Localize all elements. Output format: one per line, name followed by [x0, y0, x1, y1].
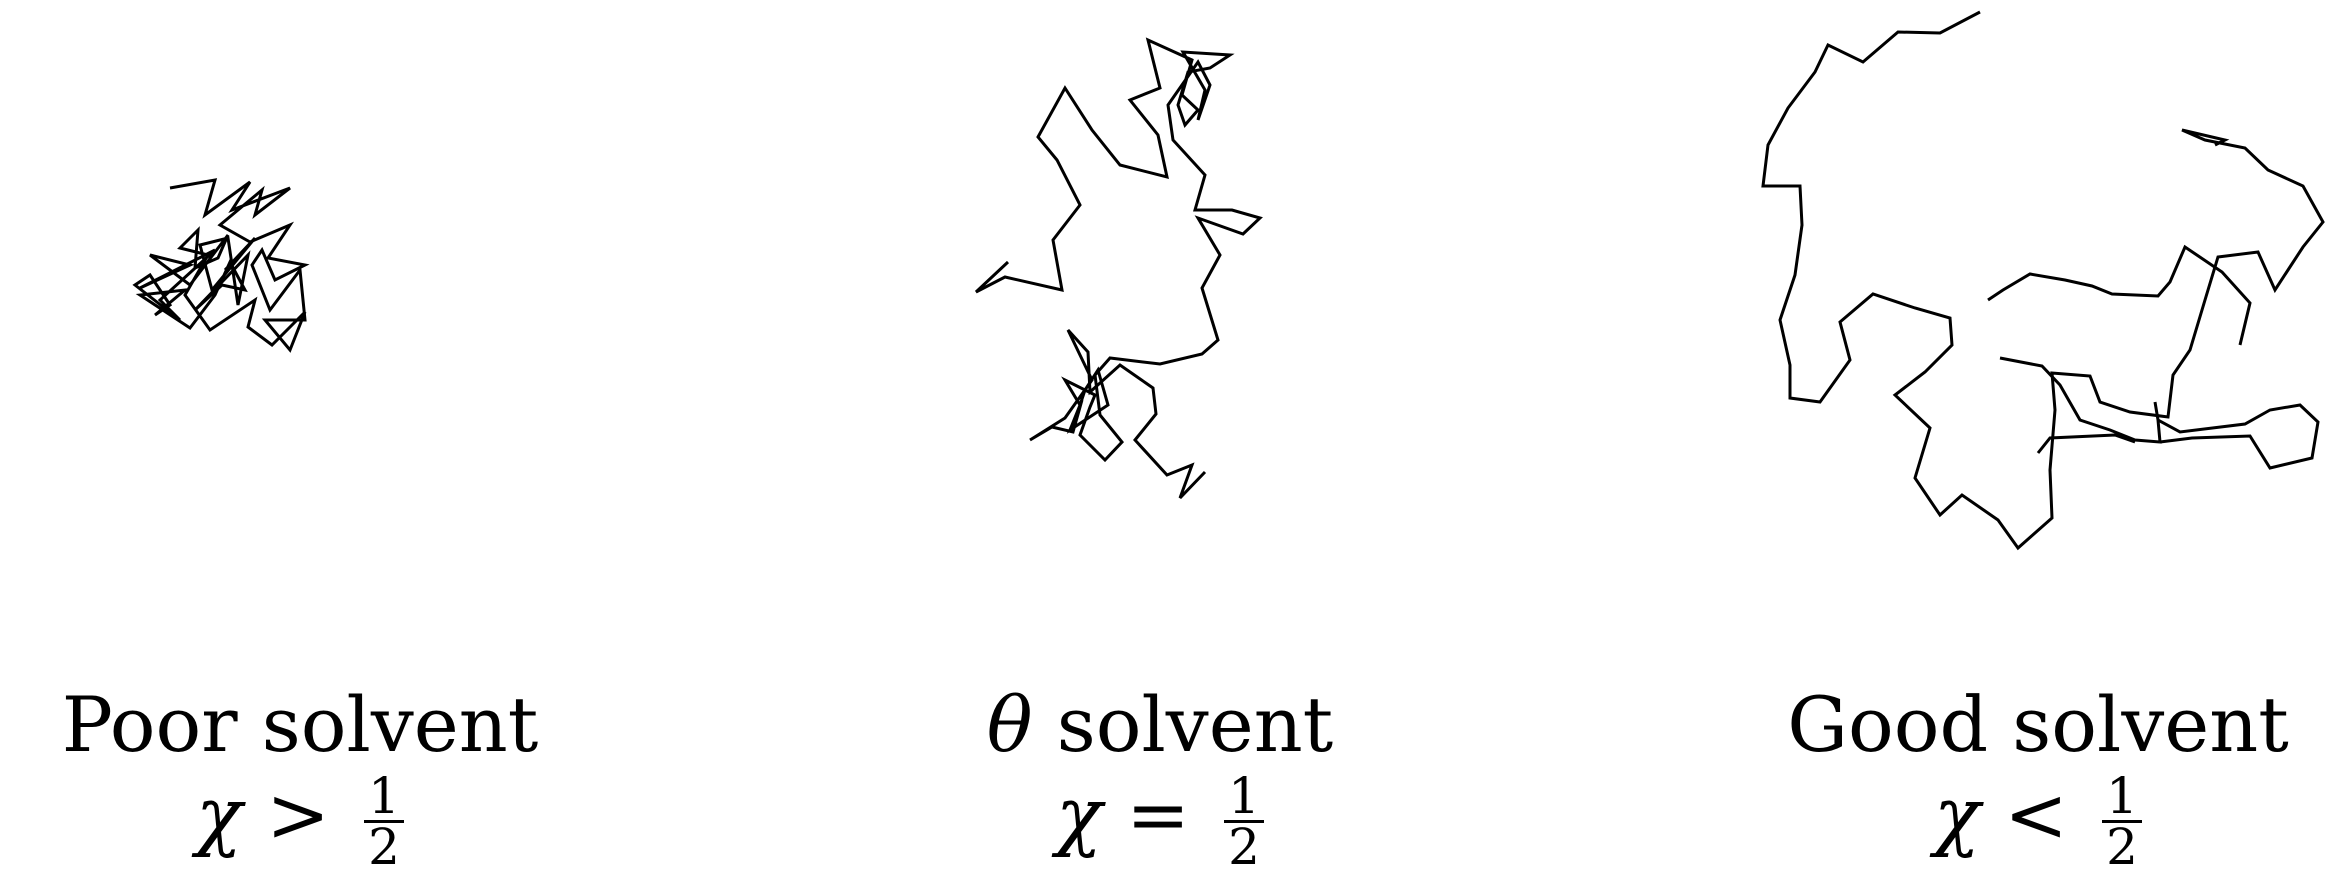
- one-half-fraction: 1 2: [364, 771, 404, 876]
- polymer-chain-expanded: [1761, 10, 2325, 551]
- relation-equal: =: [1126, 770, 1190, 859]
- caption-poor: Poor solvent χ > 1 2: [0, 680, 600, 876]
- theta-solvent-label: θ solvent: [880, 680, 1440, 770]
- fraction-denominator: 2: [1228, 817, 1260, 876]
- panel-theta-solvent: θ solvent χ = 1 2: [880, 0, 1440, 875]
- theta-solvent-word: solvent: [1056, 680, 1334, 769]
- fraction-numerator: 1: [364, 771, 404, 823]
- chi-symbol: χ: [1934, 770, 1981, 859]
- chi-condition-greater: χ > 1 2: [0, 770, 600, 876]
- good-solvent-label: Good solvent: [1787, 680, 2289, 769]
- relation-less: <: [2004, 770, 2068, 859]
- theta-symbol: θ: [986, 680, 1033, 769]
- panel-poor-solvent: Poor solvent χ > 1 2: [0, 0, 600, 875]
- fraction-denominator: 2: [2106, 817, 2138, 876]
- chi-condition-less: χ < 1 2: [1740, 770, 2336, 876]
- fraction-numerator: 1: [2102, 771, 2142, 823]
- one-half-fraction: 1 2: [1224, 771, 1264, 876]
- caption-good: Good solvent χ < 1 2: [1740, 680, 2336, 876]
- chi-condition-equal: χ = 1 2: [880, 770, 1440, 876]
- relation-greater: >: [266, 770, 330, 859]
- poor-solvent-label: Poor solvent: [61, 680, 539, 769]
- polymer-chain-compact: [132, 178, 310, 353]
- one-half-fraction: 1 2: [2102, 771, 2142, 876]
- caption-theta: θ solvent χ = 1 2: [880, 680, 1440, 876]
- chi-symbol: χ: [196, 770, 243, 859]
- polymer-chain-random-walk: [974, 37, 1263, 500]
- panel-good-solvent: Good solvent χ < 1 2: [1740, 0, 2336, 875]
- fraction-numerator: 1: [1224, 771, 1264, 823]
- chi-symbol: χ: [1056, 770, 1103, 859]
- fraction-denominator: 2: [368, 817, 400, 876]
